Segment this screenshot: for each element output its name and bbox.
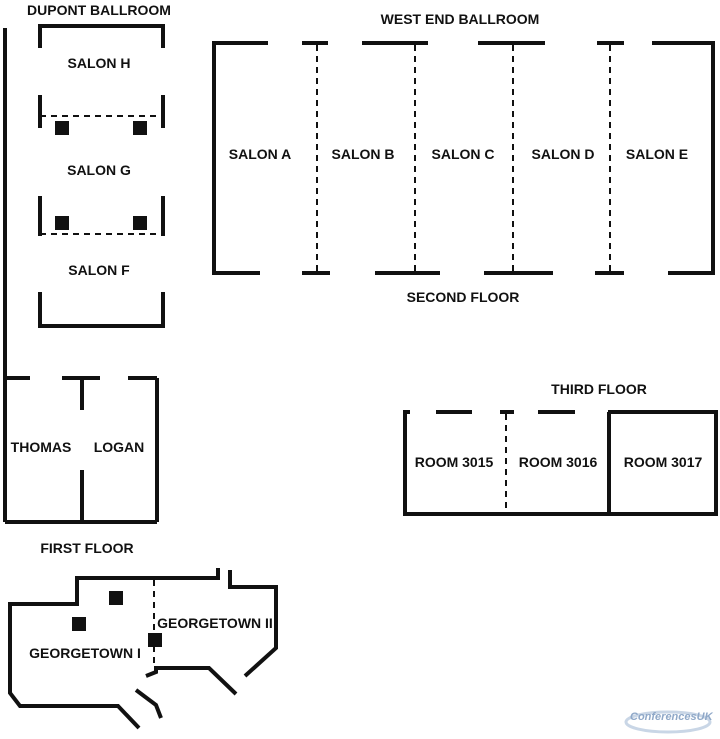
thomas-label: THOMAS	[11, 439, 72, 455]
georgetown-2-bottom-wall	[145, 666, 238, 696]
salon-c-label: SALON C	[432, 146, 495, 162]
west-end-ballroom-title: WEST END BALLROOM	[381, 11, 540, 27]
logo-main-text: Conferences	[630, 711, 697, 723]
conferences-uk-logo: ConferencesUK	[624, 710, 714, 734]
third-floor-label: THIRD FLOOR	[551, 381, 647, 397]
georgetown-rooms	[8, 568, 278, 730]
first-floor-label: FIRST FLOOR	[40, 540, 133, 556]
pillar-icon	[148, 633, 162, 647]
logo-swoosh-icon	[624, 710, 712, 734]
dupont-ballroom	[3, 24, 165, 378]
third-floor-rooms	[403, 410, 718, 516]
dupont-ballroom-title: DUPONT BALLROOM	[27, 2, 171, 18]
salon-a-label: SALON A	[229, 146, 291, 162]
salon-f-label: SALON F	[68, 262, 130, 278]
salon-h-label: SALON H	[68, 55, 131, 71]
pillar-icon	[109, 591, 123, 605]
salon-h-top-wall	[38, 24, 165, 48]
logo-suffix-text: UK	[697, 711, 714, 723]
room-3015-label: ROOM 3015	[415, 454, 494, 470]
georgetown-door-wall	[134, 688, 163, 719]
second-floor-label: SECOND FLOOR	[407, 289, 520, 305]
georgetown-top-wall	[10, 568, 220, 606]
west-end-ballroom	[212, 41, 715, 275]
room-3016-label: ROOM 3016	[519, 454, 598, 470]
georgetown-1-label: GEORGETOWN I	[29, 645, 141, 661]
georgetown-2-label: GEORGETOWN II	[157, 615, 273, 631]
pillar-icon	[133, 216, 147, 230]
pillar-icon	[55, 216, 69, 230]
logan-label: LOGAN	[94, 439, 145, 455]
logo-text: ConferencesUK	[630, 711, 714, 723]
pillar-icon	[72, 617, 86, 631]
room-3017-label: ROOM 3017	[624, 454, 703, 470]
salon-g-label: SALON G	[67, 162, 131, 178]
pillar-icon	[55, 121, 69, 135]
salon-b-label: SALON B	[332, 146, 395, 162]
salon-e-label: SALON E	[626, 146, 688, 162]
georgetown-1-outer-wall	[8, 602, 141, 730]
georgetown-2-right-wall	[228, 570, 278, 678]
thomas-logan-rooms	[3, 376, 159, 524]
salon-f-bottom-wall	[38, 292, 165, 328]
salon-d-label: SALON D	[532, 146, 595, 162]
pillar-icon	[133, 121, 147, 135]
